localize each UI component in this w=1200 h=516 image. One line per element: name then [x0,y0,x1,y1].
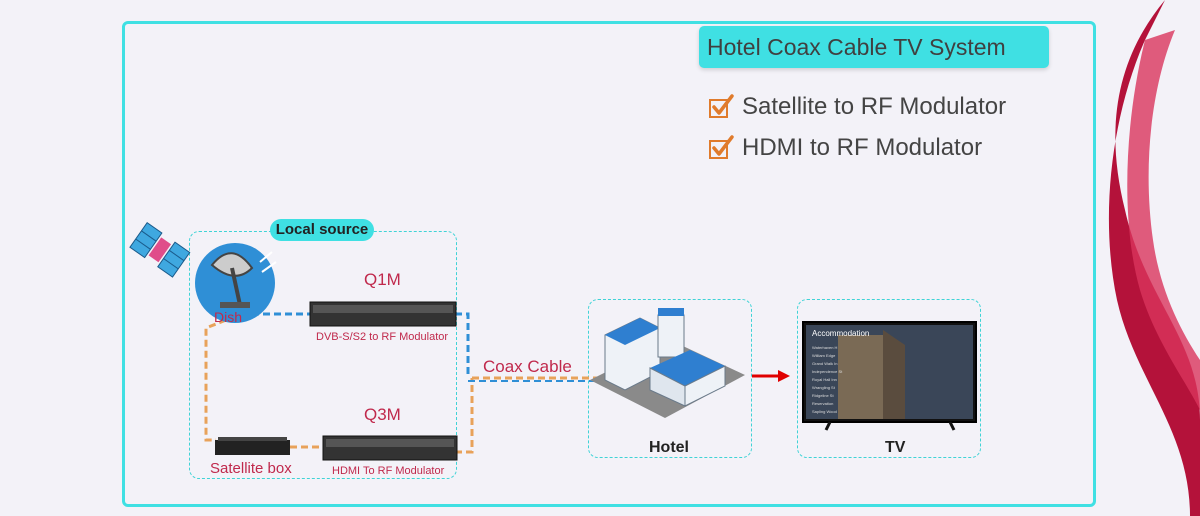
dish-to-box-line [204,314,237,442]
arrow-right-icon [752,370,790,382]
q1m-description: DVB-S/S2 to RF Modulator [316,331,449,343]
tv-menu-item: Royal Hall Inn [812,377,837,382]
dish-label: Dish [214,309,243,325]
feature-item: HDMI to RF Modulator [708,134,982,162]
feature-label: HDMI to RF Modulator [742,134,983,161]
tv-menu-item: Waterhaven H [812,345,838,350]
feature-label: Satellite to RF Modulator [742,93,1007,120]
tv-label: TV [885,439,906,456]
q1m-device [309,301,457,327]
ribbon-decoration [1108,0,1200,516]
satellite-icon [129,221,191,278]
coax-cable-label: Coax Cable [483,357,572,376]
tv-menu-item: Wrangling St [812,385,835,390]
tv-menu-item: Independence St [812,369,843,374]
tv-menu-item: Reservation [812,401,834,406]
tv-menu-item: William Edge [812,353,836,358]
tv-screen-menu: Accommodation Waterhaven H William Edge … [812,329,892,416]
feature-item: Satellite to RF Modulator [708,93,1006,121]
diagram-frame [122,21,1096,507]
tv-menu-item: Ridgeline St [812,393,834,398]
check-icon [709,94,734,118]
tv-screen-heading: Accommodation [812,329,870,338]
tv-menu-item: Grand Walk In [812,361,838,366]
check-icon [709,135,734,159]
hotel-label: Hotel [649,439,689,456]
tv-menu-item: Sapling Wood [812,409,837,414]
q1m-output-line [455,312,470,378]
q3m-model-label: Q3M [364,405,401,424]
local-source-label: Local source [270,219,374,241]
hotel-building-icon [590,308,745,418]
q3m-description: HDMI To RF Modulator [332,465,445,477]
dish-icon [195,243,277,323]
tv-group [797,299,981,458]
satellite-box-label: Satellite box [210,460,292,477]
q1m-model-label: Q1M [364,270,401,289]
q3m-output-line [455,378,474,454]
q3m-device [322,435,458,461]
tv-icon [802,321,977,431]
satellite-box-device [215,437,290,455]
page-title: Hotel Coax Cable TV System [699,26,1049,68]
